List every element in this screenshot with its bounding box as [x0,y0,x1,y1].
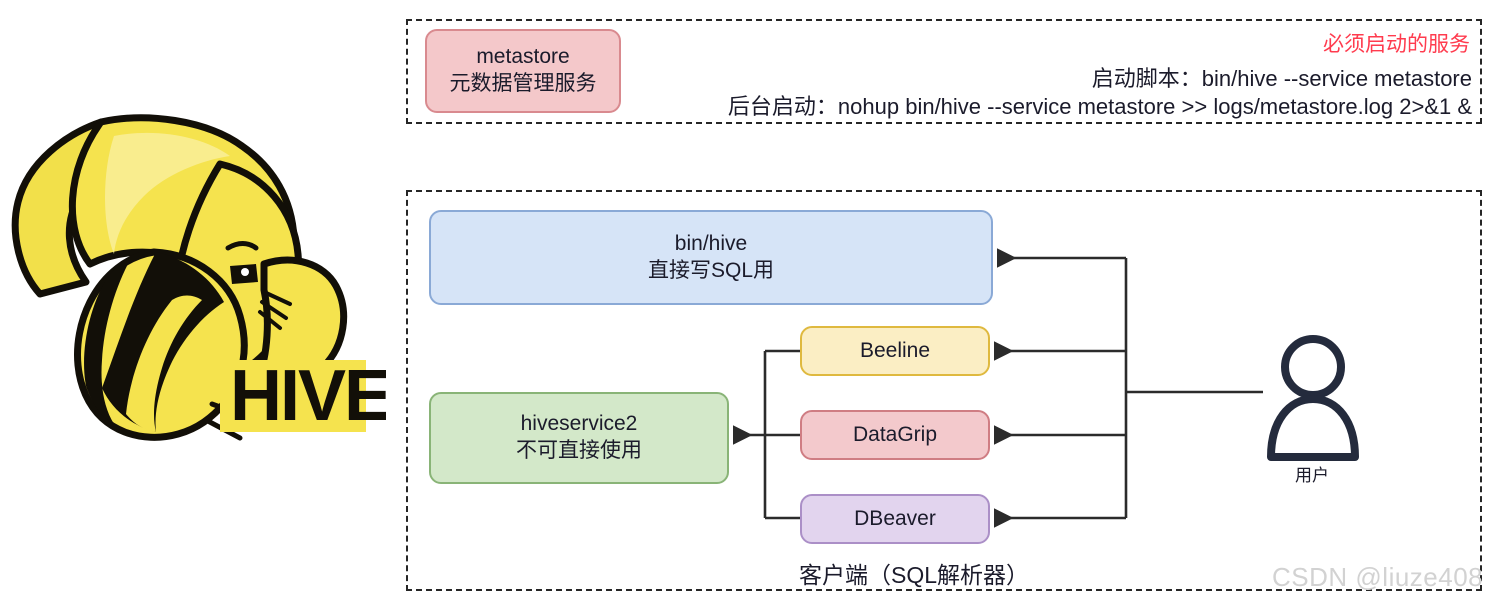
background-start-command: 后台启动：nohup bin/hive --service metastore … [727,94,1472,119]
start-script-command: 启动脚本：bin/hive --service metastore [1091,66,1472,91]
client-panel-caption-text: 客户端（SQL解析器） [798,562,1030,588]
node-bin-hive-line2: 直接写SQL用 [647,258,775,282]
node-dbeaver[interactable]: DBeaver [800,494,990,544]
node-hiveservice2-line1: hiveservice2 [520,412,638,436]
node-metastore[interactable]: metastore 元数据管理服务 [425,29,621,113]
hive-logo: HIVE [6,104,386,454]
node-dbeaver-label: DBeaver [854,506,936,530]
node-bin-hive-line1: bin/hive [674,231,748,255]
user-avatar [1263,333,1363,461]
node-bin-hive[interactable]: bin/hive 直接写SQL用 [429,210,993,305]
user-body-icon [1267,395,1359,461]
metastore-panel [406,19,1482,124]
node-metastore-line2: 元数据管理服务 [449,72,597,95]
user-label: 用户 [1295,466,1329,485]
must-start-service-label: 必须启动的服务 [1323,33,1470,56]
node-datagrip-label: DataGrip [852,422,938,446]
node-beeline[interactable]: Beeline [800,326,990,376]
node-hiveservice2-line2: 不可直接使用 [516,439,642,462]
node-metastore-line1: metastore [476,45,570,69]
user-head-icon [1281,335,1345,399]
node-datagrip[interactable]: DataGrip [800,410,990,460]
hive-wordmark: HIVE [220,356,386,436]
svg-text:HIVE: HIVE [230,356,386,436]
node-beeline-label: Beeline [859,338,931,362]
client-panel [406,190,1482,591]
watermark: CSDN @liuze408 [1272,562,1484,592]
node-hiveservice2[interactable]: hiveservice2 不可直接使用 [429,392,729,484]
client-panel-caption: 客户端（SQL解析器） [0,556,1490,590]
hive-logo-artwork: HIVE [11,114,386,441]
